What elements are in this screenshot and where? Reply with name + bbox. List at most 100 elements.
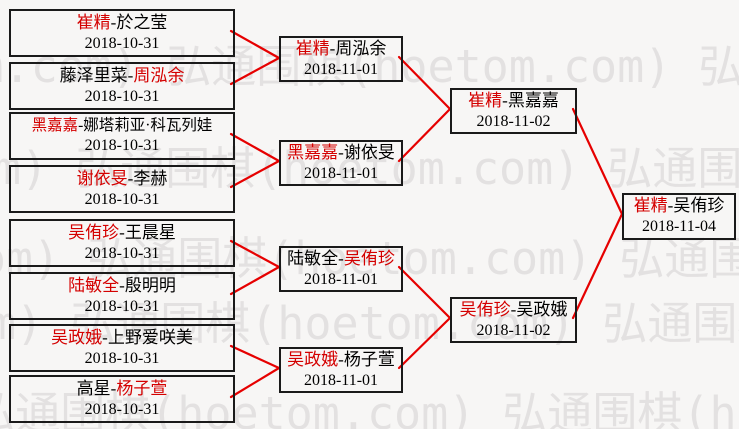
- match-box: 吴侑珍-吴政娥 2018-11-02: [450, 297, 577, 343]
- player2-name: 杨子萱: [116, 378, 168, 398]
- match-players: 陆敏全-殷明明: [68, 276, 176, 297]
- match-date: 2018-10-31: [84, 87, 160, 105]
- name-separator: -: [338, 248, 344, 268]
- player2-name: 杨子萱: [343, 349, 395, 369]
- match-date: 2018-11-01: [303, 164, 379, 182]
- player1-name: 吴政娥: [287, 349, 339, 369]
- connector-line: [229, 132, 281, 163]
- match-players: 黑嘉嘉-娜塔莉亚·科瓦列娃: [32, 117, 213, 136]
- match-box: 谢依旻-李赫 2018-10-31: [9, 165, 235, 213]
- player2-name: 周泓余: [335, 38, 387, 58]
- match-players: 陆敏全-吴侑珍: [287, 249, 395, 270]
- name-separator: -: [338, 142, 344, 162]
- name-separator: -: [329, 38, 336, 58]
- player2-name: 黑嘉嘉: [507, 90, 559, 110]
- connector-line: [397, 107, 452, 163]
- match-date: 2018-11-01: [303, 371, 379, 389]
- name-separator: -: [510, 299, 517, 319]
- watermark-text: 弘通围棋(hoetom.com) 弘通围棋(hoetom.com) 弘通围棋(h…: [0, 297, 739, 350]
- player1-name: 崔精: [633, 196, 668, 216]
- player2-name: 李赫: [133, 168, 168, 188]
- player2-name: 谢依旻: [343, 142, 395, 162]
- name-separator: -: [502, 90, 508, 110]
- player1-name: 吴政娥: [51, 327, 103, 347]
- player1-name: 陆敏全: [287, 248, 339, 268]
- player2-name: 娜塔莉亚·科瓦列娃: [83, 116, 213, 134]
- match-date: 2018-10-31: [84, 136, 160, 154]
- match-date: 2018-10-31: [84, 34, 160, 52]
- name-separator: -: [119, 275, 125, 295]
- player1-name: 陆敏全: [68, 275, 120, 295]
- match-date: 2018-10-31: [84, 400, 160, 418]
- watermark-text: 弘通围棋(hoetom.com) 弘通围棋(hoetom.com) 弘通围棋(h…: [0, 142, 739, 195]
- match-date: 2018-11-01: [303, 270, 379, 288]
- connector-line: [229, 344, 281, 370]
- connector-line: [397, 265, 452, 320]
- match-players: 崔精-吴侑珍: [634, 196, 725, 217]
- match-players: 谢依旻-李赫: [77, 169, 168, 190]
- connector-line: [397, 316, 452, 370]
- match-box: 崔精-周泓余 2018-11-01: [279, 36, 403, 82]
- name-separator: -: [667, 196, 674, 216]
- player2-name: 於之莹: [116, 12, 168, 32]
- player2-name: 上野爱咲美: [107, 327, 193, 347]
- match-date: 2018-10-31: [84, 297, 160, 315]
- name-separator: -: [78, 116, 84, 134]
- match-date: 2018-11-01: [303, 60, 379, 78]
- connector-line: [229, 366, 281, 399]
- match-date: 2018-10-31: [84, 244, 160, 262]
- match-players: 吴侑珍-吴政娥: [460, 300, 568, 321]
- player2-name: 王晨星: [124, 222, 176, 242]
- name-separator: -: [127, 168, 134, 188]
- player2-name: 吴侑珍: [343, 248, 395, 268]
- name-separator: -: [338, 349, 344, 369]
- watermark-text: 弘通围棋(hoetom.com) 弘通围棋(hoetom.com) 弘通围棋(h…: [0, 40, 739, 93]
- match-date: 2018-11-04: [641, 218, 717, 236]
- match-box: 黑嘉嘉-娜塔莉亚·科瓦列娃 2018-10-31: [9, 112, 235, 160]
- match-players: 吴政娥-杨子萱: [287, 350, 395, 371]
- player1-name: 崔精: [468, 90, 503, 110]
- connector-line: [229, 239, 281, 269]
- match-date: 2018-10-31: [84, 190, 160, 208]
- match-box: 吴政娥-上野爱咲美 2018-10-31: [9, 324, 235, 372]
- match-box: 陆敏全-殷明明 2018-10-31: [9, 272, 235, 320]
- match-box: 吴侑珍-王晨星 2018-10-31: [9, 219, 235, 267]
- connector-line: [229, 29, 281, 60]
- match-date: 2018-11-02: [476, 112, 551, 130]
- player2-name: 殷明明: [124, 275, 176, 295]
- connector-line: [571, 212, 624, 320]
- connector-line: [229, 159, 281, 189]
- player2-name: 吴侑珍: [673, 196, 725, 216]
- connector-line: [397, 55, 452, 111]
- connector-line: [229, 56, 281, 86]
- name-separator: -: [102, 327, 108, 347]
- name-separator: -: [127, 65, 134, 85]
- player1-name: 黑嘉嘉: [31, 116, 79, 134]
- player2-name: 周泓余: [133, 65, 185, 85]
- player1-name: 崔精: [76, 12, 111, 32]
- match-date: 2018-11-02: [476, 321, 551, 339]
- match-players: 崔精-周泓余: [296, 39, 387, 60]
- player2-name: 吴政娥: [516, 299, 568, 319]
- match-box: 崔精-於之莹 2018-10-31: [9, 9, 235, 57]
- match-box: 吴政娥-杨子萱 2018-11-01: [279, 347, 403, 393]
- match-players: 黑嘉嘉-谢依旻: [287, 143, 395, 164]
- match-players: 藤泽里菜-周泓余: [60, 66, 185, 87]
- match-players: 吴政娥-上野爱咲美: [51, 328, 193, 349]
- player1-name: 崔精: [295, 38, 330, 58]
- name-separator: -: [119, 222, 125, 242]
- match-box: 藤泽里菜-周泓余 2018-10-31: [9, 62, 235, 110]
- match-box: 崔精-吴侑珍 2018-11-04: [622, 193, 736, 240]
- name-separator: -: [110, 12, 117, 32]
- player1-name: 高星: [76, 378, 111, 398]
- match-box: 高星-杨子萱 2018-10-31: [9, 375, 235, 423]
- match-players: 吴侑珍-王晨星: [68, 223, 176, 244]
- match-box: 黑嘉嘉-谢依旻 2018-11-01: [279, 140, 403, 186]
- match-box: 崔精-黑嘉嘉 2018-11-02: [450, 88, 577, 134]
- player1-name: 黑嘉嘉: [287, 142, 339, 162]
- match-box: 陆敏全-吴侑珍 2018-11-01: [279, 246, 403, 292]
- player1-name: 藤泽里菜: [59, 65, 128, 85]
- player1-name: 谢依旻: [76, 168, 128, 188]
- match-date: 2018-10-31: [84, 349, 160, 367]
